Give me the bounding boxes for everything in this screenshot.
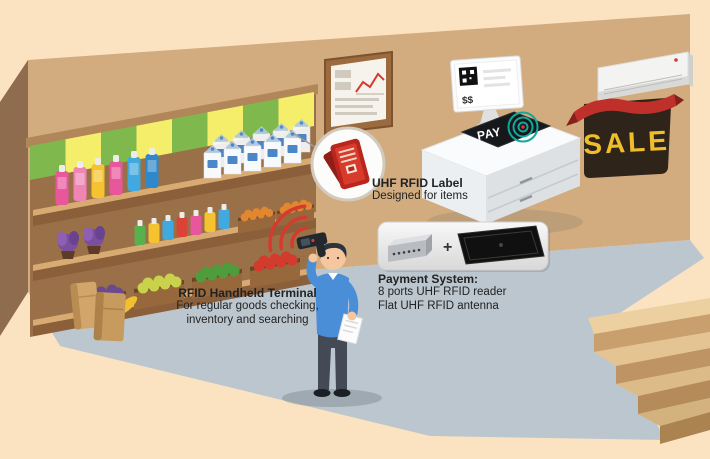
counter-front: [422, 150, 486, 224]
rfid-label-icon: [323, 138, 370, 190]
handheld-title: RFID Handheld Terminal: [178, 286, 317, 300]
sale-sign: SALE: [566, 94, 684, 178]
uhf-label-title: UHF RFID Label: [372, 176, 463, 190]
payment-callout-text: Payment System: 8 ports UHF RFID reader …: [378, 272, 568, 313]
monitor-screen-text: $$: [462, 95, 474, 107]
shelf-unit: [26, 84, 318, 342]
awning-board: [26, 84, 318, 148]
pants: [318, 332, 347, 390]
pay-pad: PAY: [460, 111, 552, 148]
right-arm: [306, 257, 325, 290]
scan-signal-icon: [268, 204, 309, 253]
handheld-line2: inventory and searching: [186, 313, 309, 326]
sale-ribbon: [574, 94, 676, 122]
payment-line1: 8 ports UHF RFID reader: [378, 286, 507, 298]
head: [320, 244, 346, 270]
hair: [319, 242, 347, 259]
uhf-label-subtitle: Designed for items: [372, 190, 468, 202]
stairs: [588, 298, 710, 444]
payment-title: Payment System:: [378, 272, 479, 286]
left-wall: [0, 60, 28, 336]
rfid-waves-icon: [507, 111, 539, 143]
uhf-label-callout: [293, 126, 386, 202]
sale-sign-text: SALE: [582, 125, 670, 160]
paper-sheet: [337, 313, 364, 345]
handheld-callout-text: RFID Handheld Terminal For regular goods…: [150, 286, 345, 327]
awning: [30, 92, 314, 180]
handheld-line1: For regular goods checking,: [176, 300, 319, 312]
handheld-scanner-icon: [296, 232, 328, 258]
payment-inset: +: [377, 221, 550, 272]
shirt: [315, 273, 349, 338]
payment-line2: Flat UHF RFID antenna: [378, 299, 499, 312]
shopkeeper: [268, 204, 382, 407]
plus-sign: +: [443, 239, 452, 256]
pay-pad-text: PAY: [476, 125, 502, 143]
ac-indicator-light: [674, 58, 678, 62]
rfid-antenna-icon: [457, 225, 545, 265]
qr-code-icon: [458, 66, 478, 86]
left-arm: [342, 281, 359, 318]
uhf-label-callout-text: UHF RFID Label Designed for items: [372, 176, 502, 204]
rfid-reader-icon: [388, 234, 432, 262]
paper-bags: [70, 281, 126, 342]
air-conditioner: [597, 51, 693, 101]
wall-frame-chart: [324, 50, 393, 136]
